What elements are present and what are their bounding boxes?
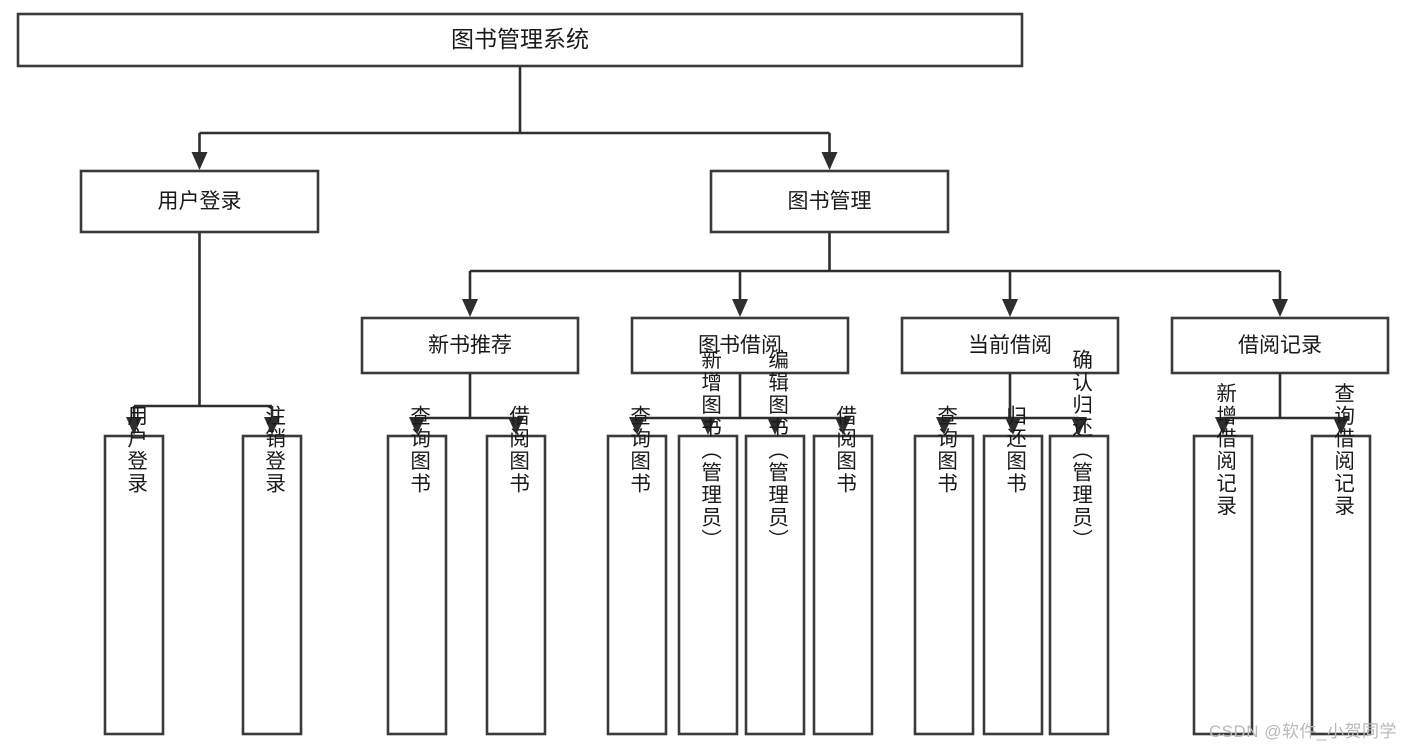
node-box-leaf-user-login <box>103 434 165 736</box>
arrow-head-icon <box>629 417 645 435</box>
arrow-head-icon <box>767 417 783 435</box>
arrow-head-icon <box>1272 299 1288 317</box>
node-current-borrow[interactable]: 当前借阅 <box>900 316 1120 375</box>
node-label-leaf-borrow-book-2: 借阅图书 <box>833 405 857 495</box>
node-leaf-borrow-book-2[interactable]: 借阅图书 <box>812 405 874 736</box>
node-label-new-book-rec: 新书推荐 <box>428 334 512 357</box>
node-leaf-borrow-book-1[interactable]: 借阅图书 <box>485 405 547 736</box>
node-label-book-manage: 图书管理 <box>788 190 872 213</box>
node-box-leaf-user-logout <box>241 434 303 736</box>
node-leaf-return-book[interactable]: 归还图书 <box>982 405 1044 736</box>
node-box-leaf-query-record <box>1310 434 1372 736</box>
node-box-leaf-confirm-return <box>1048 434 1110 736</box>
node-leaf-query-book-3[interactable]: 查询图书 <box>913 405 975 736</box>
node-box-root <box>16 12 1024 68</box>
arrow-head-icon <box>1215 417 1231 435</box>
node-box-leaf-borrow-book-1 <box>485 434 547 736</box>
node-box-borrow-record <box>1170 316 1390 375</box>
node-book-borrow[interactable]: 图书借阅 <box>630 316 850 375</box>
node-box-leaf-borrow-book-2 <box>812 434 874 736</box>
node-leaf-user-logout[interactable]: 注销登录 <box>241 405 303 736</box>
arrow-head-icon <box>1005 417 1021 435</box>
arrow-head-icon <box>1333 417 1349 435</box>
node-leaf-query-book-2[interactable]: 查询图书 <box>606 405 668 736</box>
node-leaf-confirm-return[interactable]: 确认归还（管理员） <box>1048 349 1110 736</box>
node-label-leaf-query-book-3: 查询图书 <box>934 405 958 495</box>
node-label-borrow-record: 借阅记录 <box>1238 334 1322 357</box>
node-label-leaf-query-book-2: 查询图书 <box>627 405 651 495</box>
node-label-leaf-borrow-book-1: 借阅图书 <box>506 405 530 495</box>
node-box-leaf-query-book-2 <box>606 434 668 736</box>
node-box-leaf-query-book-1 <box>386 434 448 736</box>
node-label-book-borrow: 图书借阅 <box>698 334 782 357</box>
arrow-head-icon <box>700 417 716 435</box>
node-box-book-manage <box>709 169 950 234</box>
node-leaf-query-book-1[interactable]: 查询图书 <box>386 405 448 736</box>
arrow-head-icon <box>508 417 524 435</box>
node-leaf-edit-book[interactable]: 编辑图书（管理员） <box>744 349 806 736</box>
node-leaf-user-login[interactable]: 用户登录 <box>103 405 165 736</box>
node-label-current-borrow: 当前借阅 <box>968 334 1052 357</box>
node-label-user-login: 用户登录 <box>158 190 242 213</box>
nodes-layer: 图书管理系统用户登录图书管理新书推荐图书借阅当前借阅借阅记录用户登录注销登录查询… <box>16 12 1390 736</box>
arrow-head-icon <box>936 417 952 435</box>
node-box-leaf-add-book <box>677 434 739 736</box>
arrow-head-icon <box>409 417 425 435</box>
node-leaf-query-record[interactable]: 查询借阅记录 <box>1310 383 1372 736</box>
arrow-head-icon <box>821 152 838 170</box>
node-label-leaf-query-record: 查询借阅记录 <box>1331 383 1355 518</box>
node-box-current-borrow <box>900 316 1120 375</box>
node-leaf-add-book[interactable]: 新增图书（管理员） <box>677 349 739 736</box>
arrow-head-icon <box>732 299 748 317</box>
arrow-head-icon <box>264 417 280 435</box>
node-box-new-book-rec <box>360 316 580 375</box>
node-box-leaf-add-record <box>1192 434 1254 736</box>
arrow-head-icon <box>1002 299 1018 317</box>
arrow-head-icon <box>1071 417 1087 435</box>
node-box-leaf-return-book <box>982 434 1044 736</box>
node-label-leaf-return-book: 归还图书 <box>1003 405 1027 495</box>
edges-layer <box>126 66 1349 435</box>
node-root[interactable]: 图书管理系统 <box>16 12 1024 68</box>
node-label-leaf-add-book: 新增图书（管理员） <box>698 349 722 552</box>
node-label-leaf-confirm-return: 确认归还（管理员） <box>1069 349 1093 552</box>
watermark-text: CSDN @软件_小贺同学 <box>1208 722 1397 741</box>
node-label-leaf-user-login: 用户登录 <box>124 405 148 495</box>
node-label-leaf-query-book-1: 查询图书 <box>407 405 431 495</box>
node-borrow-record[interactable]: 借阅记录 <box>1170 316 1390 375</box>
node-leaf-add-record[interactable]: 新增借阅记录 <box>1192 383 1254 736</box>
node-label-root: 图书管理系统 <box>451 26 589 52</box>
node-new-book-rec[interactable]: 新书推荐 <box>360 316 580 375</box>
node-label-leaf-edit-book: 编辑图书（管理员） <box>765 349 789 552</box>
arrow-head-icon <box>462 299 478 317</box>
node-box-leaf-edit-book <box>744 434 806 736</box>
node-box-user-login <box>79 169 320 234</box>
arrow-head-icon <box>191 152 208 170</box>
node-box-book-borrow <box>630 316 850 375</box>
node-label-leaf-add-record: 新增借阅记录 <box>1213 383 1237 518</box>
arrow-head-icon <box>835 417 851 435</box>
node-box-leaf-query-book-3 <box>913 434 975 736</box>
node-book-manage[interactable]: 图书管理 <box>709 169 950 234</box>
node-user-login[interactable]: 用户登录 <box>79 169 320 234</box>
node-label-leaf-user-logout: 注销登录 <box>262 405 286 495</box>
arrow-head-icon <box>126 417 142 435</box>
